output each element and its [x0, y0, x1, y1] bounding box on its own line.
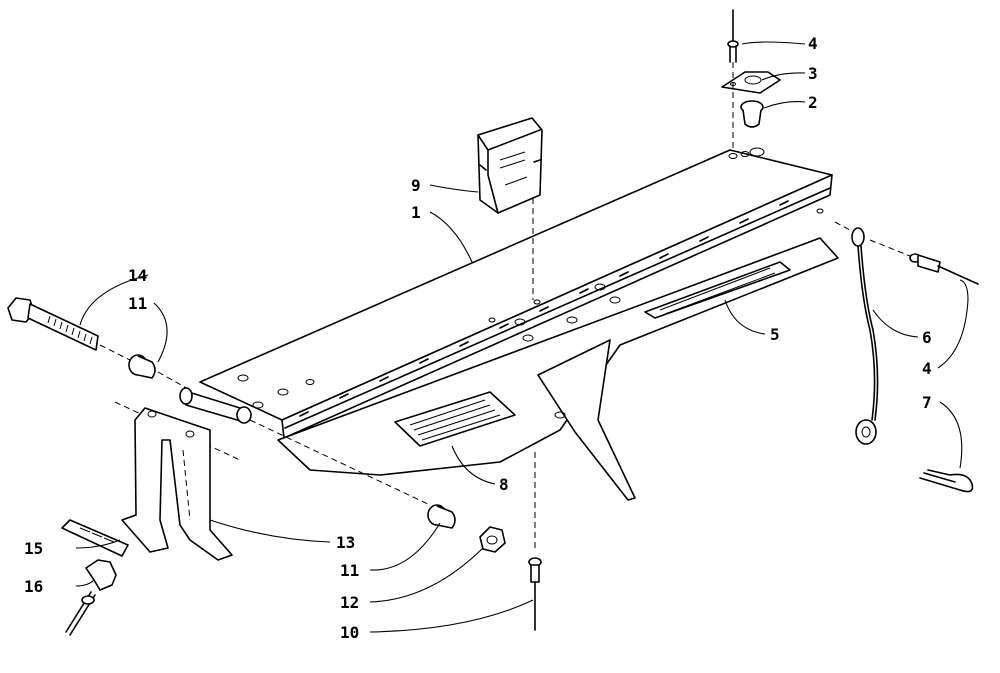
callout-9: 9 [411, 176, 421, 195]
part-4-pin-side [869, 239, 979, 285]
part-13-stand-bracket [121, 407, 233, 561]
callout-7: 7 [922, 393, 932, 412]
callout-4-side: 4 [922, 359, 932, 378]
part-14-bolt [7, 297, 131, 361]
pivot-tube [114, 387, 431, 506]
callout-14: 14 [128, 266, 147, 285]
part-6-lanyard [834, 221, 879, 445]
callout-11-right: 11 [340, 561, 359, 580]
callout-2: 2 [808, 93, 818, 112]
callout-4-top: 4 [808, 34, 818, 53]
callout-13: 13 [336, 533, 355, 552]
part-4-rivet-top [727, 9, 739, 148]
callout-10: 10 [340, 623, 359, 642]
part-3-mount-plate [721, 71, 781, 94]
part-11-bushing-right [427, 504, 456, 529]
callout-8: 8 [499, 475, 509, 494]
callout-11-left: 11 [128, 294, 147, 313]
part-15-strip [61, 519, 129, 557]
callout-15: 15 [24, 539, 43, 558]
part-8-label-plate [394, 391, 516, 447]
part-16-fastener [65, 559, 117, 636]
callout-16: 16 [24, 577, 43, 596]
callout-3: 3 [808, 64, 818, 83]
part-11-bushing-left [128, 354, 191, 391]
callout-5: 5 [770, 325, 780, 344]
callout-1: 1 [411, 203, 421, 222]
part-10-rivet [528, 452, 542, 631]
part-7-hitch-clip [919, 469, 974, 493]
leader-lines [75, 41, 969, 633]
part-2-grommet [740, 100, 764, 128]
callout-12: 12 [340, 593, 359, 612]
callout-6: 6 [922, 328, 932, 347]
part-12-nut [479, 526, 506, 553]
callout-labels: 4 3 2 9 1 5 6 4 7 8 13 14 11 15 16 11 12… [24, 34, 932, 642]
part-9-clip [477, 117, 543, 300]
